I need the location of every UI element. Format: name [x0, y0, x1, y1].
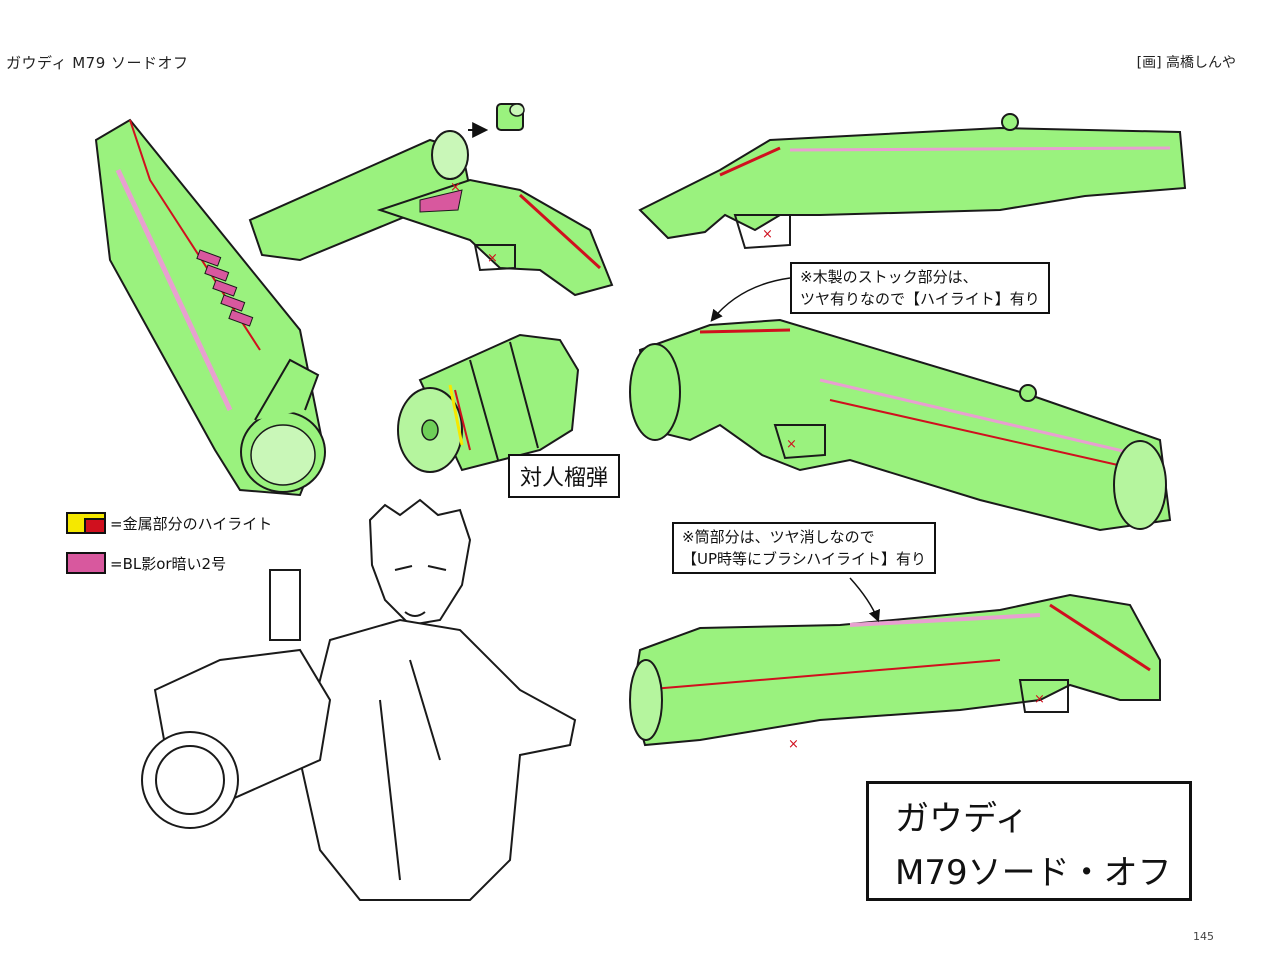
- launcher-front-view-illustration: [94, 118, 326, 497]
- launcher-side-view-top-illustration: ×: [638, 113, 1187, 250]
- legend-shadow-text: =BL影or暗い2号: [110, 554, 227, 573]
- pink-swatch: [66, 552, 106, 574]
- svg-text:×: ×: [788, 737, 799, 752]
- character-gaudi-illustration: [141, 498, 577, 901]
- barrel-callout-arrow: [849, 577, 881, 623]
- page-number: 145: [1193, 930, 1214, 943]
- artist-credit: [画] 高橋しんや: [1136, 55, 1236, 71]
- page-header-title: ガウディ M79 ソードオフ: [6, 54, 189, 72]
- barrel-callout-line1: ※筒部分は、ツヤ消しなので: [682, 528, 875, 546]
- stock-callout-line1: ※木製のストック部分は、: [800, 268, 978, 286]
- weapon-title-box: ガウディ M79ソード・オフ: [866, 781, 1192, 901]
- grenade-round-illustration: [397, 333, 580, 473]
- svg-text:×: ×: [1034, 692, 1045, 707]
- title-line2: M79ソード・オフ: [895, 853, 1172, 893]
- svg-text:×: ×: [450, 180, 461, 195]
- ammo-label: 対人榴弾: [508, 454, 621, 498]
- stock-highlight-callout: ※木製のストック部分は、 ツヤ有りなので【ハイライト】有り: [790, 262, 1050, 314]
- legend-shadow: =BL影or暗い2号: [66, 552, 226, 574]
- svg-text:×: ×: [786, 437, 797, 452]
- launcher-breech-open-illustration: × ×: [248, 103, 614, 297]
- launcher-angled-view-illustration: ×: [629, 318, 1172, 532]
- yellow-red-swatch: [66, 512, 106, 534]
- svg-text:×: ×: [487, 251, 498, 266]
- barrel-callout-line2: 【UP時等にブラシハイライト】有り: [682, 550, 926, 568]
- title-line1: ガウディ: [895, 799, 1029, 839]
- legend-metal-text: =金属部分のハイライト: [110, 514, 273, 533]
- launcher-side-view-bottom-illustration: × ×: [629, 593, 1161, 752]
- barrel-highlight-callout: ※筒部分は、ツヤ消しなので 【UP時等にブラシハイライト】有り: [672, 522, 936, 574]
- svg-text:×: ×: [762, 227, 773, 242]
- stock-callout-arrow: [710, 277, 791, 322]
- legend-metal-highlight: =金属部分のハイライト: [66, 512, 272, 534]
- stock-callout-line2: ツヤ有りなので【ハイライト】有り: [800, 290, 1040, 308]
